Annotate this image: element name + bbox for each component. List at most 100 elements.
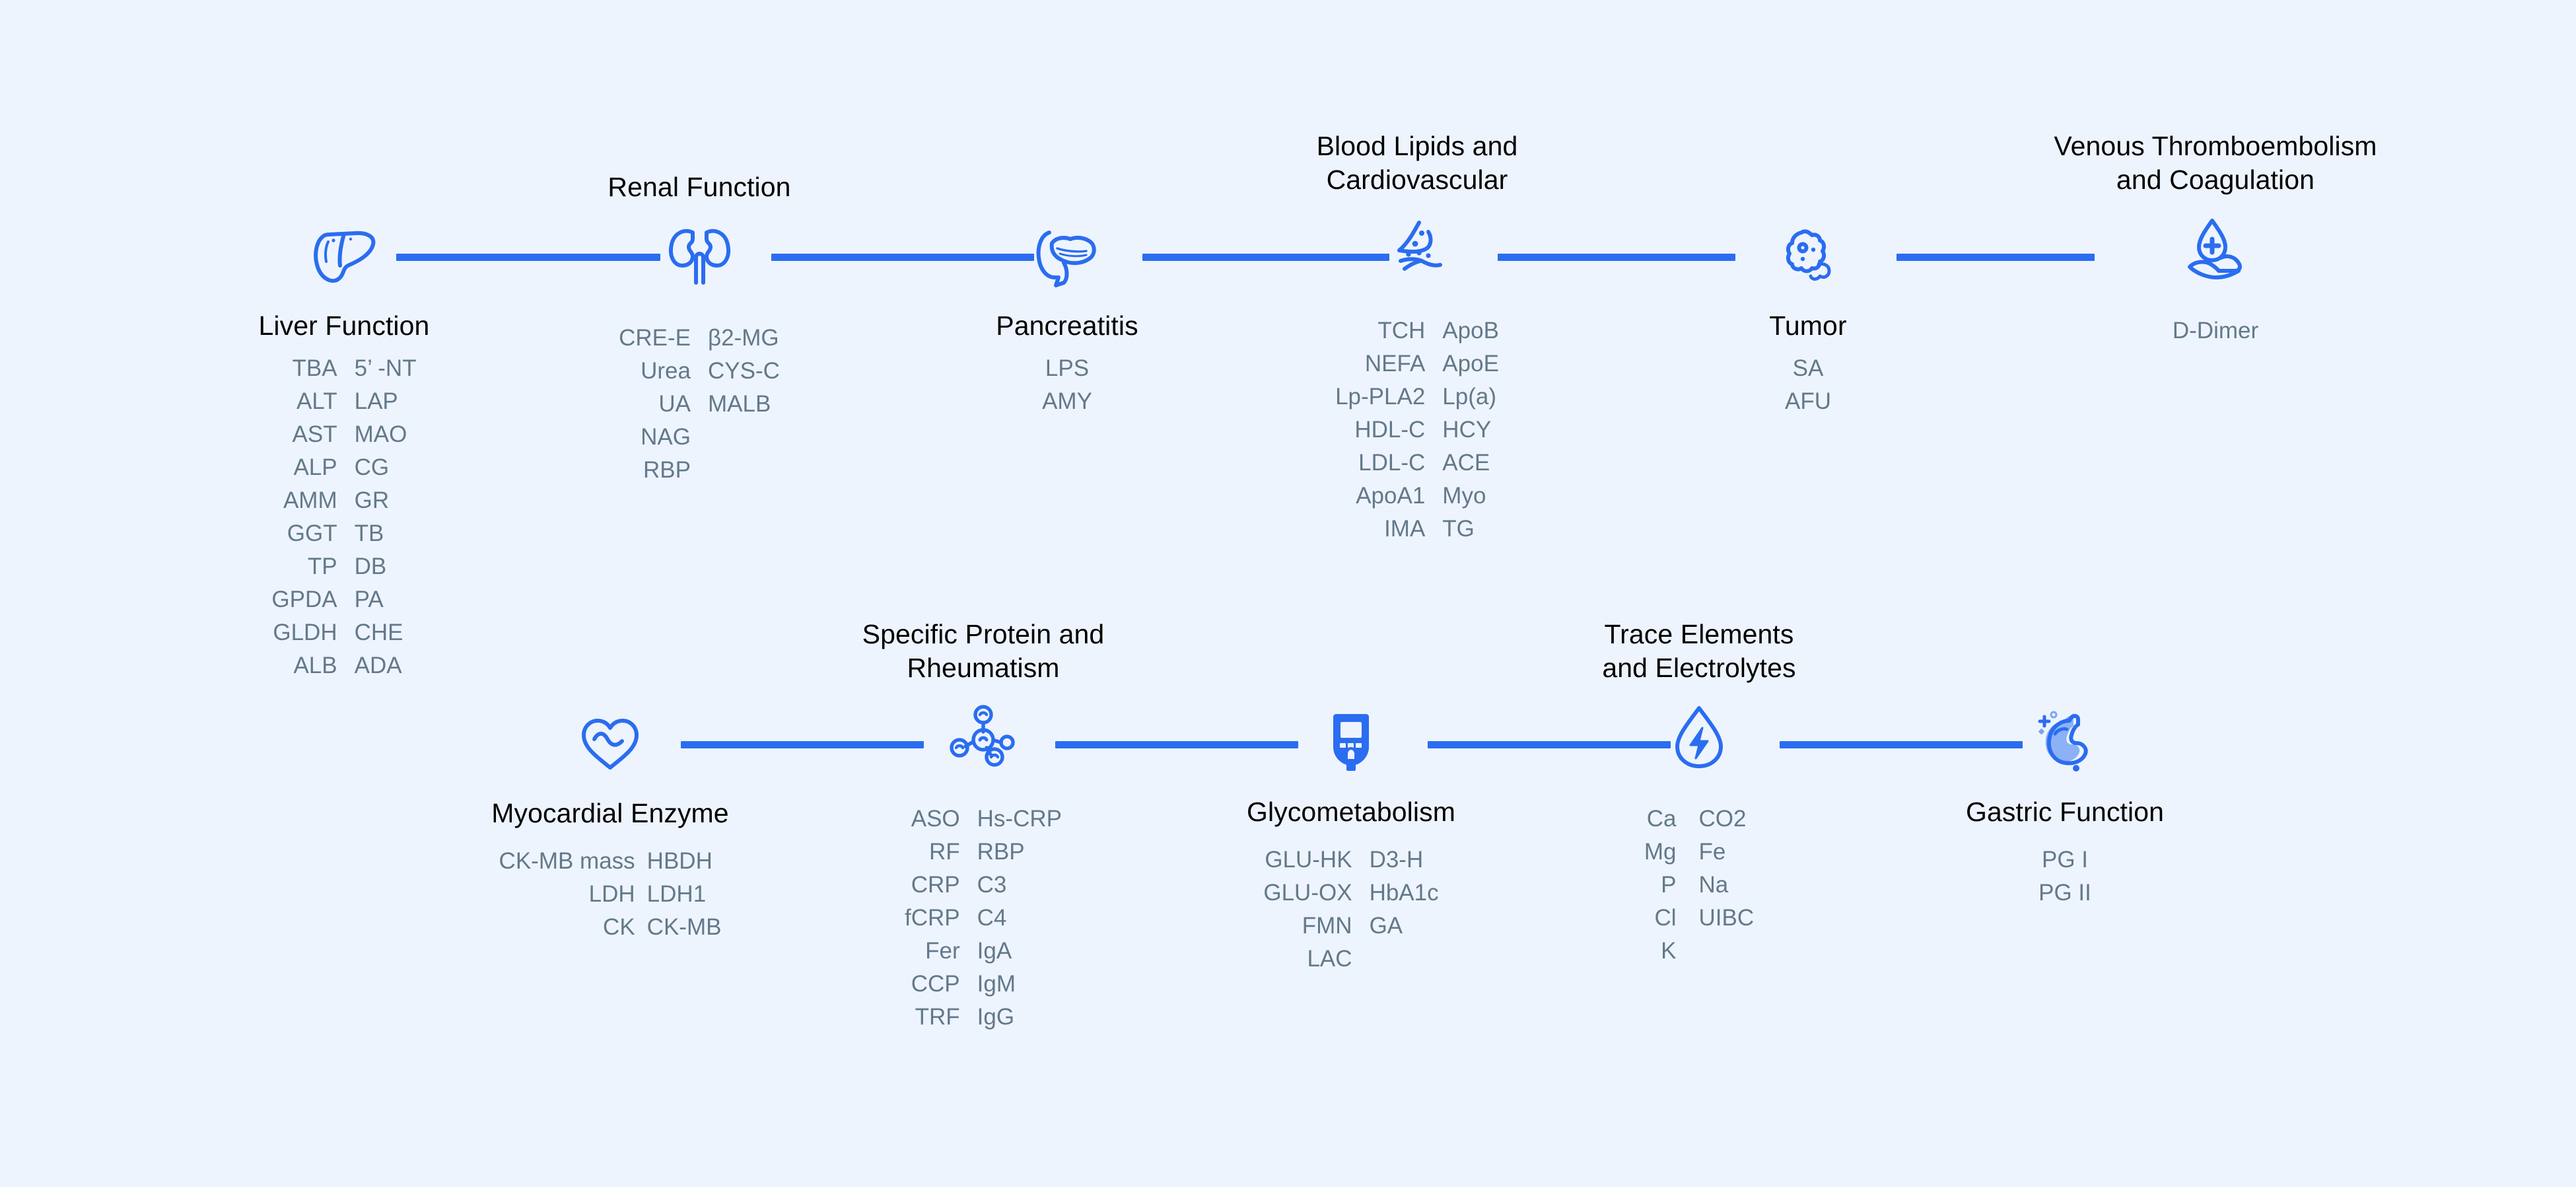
list-item: Fe bbox=[1698, 838, 1726, 865]
node-title: Trace Elements and Electrolytes bbox=[1602, 619, 1796, 683]
node-myocardial-enzyme[interactable]: Myocardial Enzyme CK-MB mass LDH CK HBDH… bbox=[438, 701, 782, 944]
list-item: NEFA bbox=[1364, 350, 1426, 377]
items-column-left: TBA ALT AST ALP AMM GGT TP GPDA GLDH ALB bbox=[271, 352, 337, 682]
list-item: HDL-C bbox=[1354, 416, 1426, 443]
list-item: Na bbox=[1698, 871, 1729, 898]
list-item: HBDH bbox=[646, 847, 713, 874]
items-column-left: TCH NEFA Lp-PLA2 HDL-C LDL-C ApoA1 IMA bbox=[1335, 314, 1425, 546]
list-item: Mg bbox=[1644, 838, 1677, 865]
list-item: C4 bbox=[977, 904, 1007, 931]
list-item: β2-MG bbox=[708, 324, 779, 351]
list-item: HCY bbox=[1442, 416, 1492, 443]
list-item: ASO bbox=[911, 805, 960, 832]
kidneys-icon bbox=[650, 213, 749, 299]
list-item: AFU bbox=[1785, 388, 1831, 414]
node-renal-function[interactable]: Renal Function CRE-E Urea UA NAG RBP β2-… bbox=[528, 170, 871, 487]
list-item: LAC bbox=[1307, 945, 1352, 972]
list-item: GGT bbox=[287, 520, 337, 546]
node-liver-function[interactable]: Liver Function TBA ALT AST ALP AMM GGT T… bbox=[172, 214, 516, 682]
list-item: IMA bbox=[1384, 515, 1426, 542]
node-items: D-Dimer bbox=[2173, 314, 2258, 347]
node-gastric-function[interactable]: Gastric Function PG I PG II bbox=[1893, 700, 2237, 910]
blood-drop-hand-icon bbox=[2166, 206, 2265, 292]
heart-pulse-icon bbox=[561, 701, 660, 787]
list-item: GR bbox=[354, 487, 390, 513]
list-item: AMM bbox=[283, 487, 337, 513]
node-blood-lipids-and-cardiovascular[interactable]: Blood Lipids and Cardiovascular TCH NEFA… bbox=[1245, 129, 1589, 546]
list-item: Cl bbox=[1654, 904, 1677, 931]
node-items: CK-MB mass LDH CK HBDH LDH1 CK-MB bbox=[499, 845, 722, 944]
node-venous-thromboembolism-and-coagulation[interactable]: Venous Thromboembolism and Coagulation D… bbox=[2044, 129, 2387, 347]
connector-renal-pancreatitis bbox=[771, 254, 1034, 261]
liver-icon bbox=[295, 214, 394, 300]
items-column-right: 5’ -NT LAP MAO CG GR TB DB PA CHE ADA bbox=[355, 352, 417, 682]
items-column-left: CK-MB mass LDH CK bbox=[499, 845, 635, 944]
list-item: TCH bbox=[1377, 317, 1426, 343]
list-item: GLU-OX bbox=[1263, 879, 1352, 906]
list-item: TG bbox=[1442, 515, 1475, 542]
list-item: GLU-HK bbox=[1265, 846, 1352, 873]
items-column-left: Ca Mg P Cl K bbox=[1644, 803, 1677, 968]
list-item: UIBC bbox=[1698, 904, 1755, 931]
node-items: GLU-HK GLU-OX FMN LAC D3-H HbA1c GA bbox=[1263, 844, 1438, 976]
list-item: Urea bbox=[641, 357, 691, 384]
node-trace-elements-and-electrolytes[interactable]: Trace Elements and Electrolytes Ca Mg P … bbox=[1527, 618, 1871, 968]
node-items: SA AFU bbox=[1785, 352, 1831, 418]
node-title: Pancreatitis bbox=[996, 310, 1138, 341]
list-item: CK-MB mass bbox=[499, 847, 635, 874]
node-items: CRE-E Urea UA NAG RBP β2-MG CYS-C MALB bbox=[619, 322, 780, 487]
tumor-cell-icon bbox=[1758, 214, 1858, 300]
items-column-left: GLU-HK GLU-OX FMN LAC bbox=[1263, 844, 1352, 976]
node-title: Glycometabolism bbox=[1247, 797, 1455, 827]
list-item: ALB bbox=[293, 652, 337, 678]
connector-tumor-vte bbox=[1897, 254, 2095, 261]
list-item: GLDH bbox=[273, 619, 337, 645]
items-column-left: D-Dimer bbox=[2173, 314, 2258, 347]
list-item: P bbox=[1661, 871, 1677, 898]
list-item: CO2 bbox=[1698, 805, 1747, 832]
items-column-left: PG I PG II bbox=[2038, 844, 2091, 910]
list-item: fCRP bbox=[905, 904, 960, 931]
list-item: Lp(a) bbox=[1442, 383, 1497, 410]
node-title: Myocardial Enzyme bbox=[491, 798, 729, 828]
list-item: MALB bbox=[708, 390, 771, 417]
list-item: RF bbox=[928, 838, 960, 865]
list-item: RBP bbox=[977, 838, 1025, 865]
list-item: LDH bbox=[588, 881, 635, 907]
node-title: Renal Function bbox=[608, 172, 791, 202]
items-column-right: ApoB ApoE Lp(a) HCY ACE Myo TG bbox=[1442, 314, 1499, 546]
node-items: LPS AMY bbox=[1042, 352, 1092, 418]
node-pancreatitis[interactable]: Pancreatitis LPS AMY bbox=[895, 214, 1239, 418]
list-item: GA bbox=[1369, 912, 1403, 939]
list-item: TP bbox=[307, 553, 337, 579]
list-item: AMY bbox=[1042, 388, 1092, 414]
list-item: TB bbox=[354, 520, 384, 546]
node-title: Specific Protein and Rheumatism bbox=[862, 619, 1105, 683]
droplet-bolt-icon bbox=[1650, 694, 1749, 780]
list-item: NAG bbox=[641, 423, 691, 450]
artery-plaque-icon bbox=[1368, 206, 1467, 292]
list-item: ApoB bbox=[1442, 317, 1499, 343]
node-specific-protein-and-rheumatism[interactable]: Specific Protein and Rheumatism ASO RF C bbox=[812, 618, 1155, 1034]
list-item: PG II bbox=[2038, 879, 2091, 906]
node-title: Gastric Function bbox=[1965, 797, 2165, 827]
list-item: GPDA bbox=[271, 586, 337, 612]
connector-pancreatitis-lipids bbox=[1142, 254, 1389, 261]
node-glycometabolism[interactable]: Glycometabolism GLU-HK GLU-OX FMN LAC D3… bbox=[1179, 700, 1523, 976]
items-column-right: Hs-CRP RBP C3 C4 IgA IgM IgG bbox=[977, 803, 1062, 1034]
list-item: 5’ -NT bbox=[354, 355, 417, 381]
list-item: SA bbox=[1792, 355, 1824, 381]
list-item: CCP bbox=[911, 970, 960, 997]
list-item: Fer bbox=[925, 937, 960, 964]
items-column-left: ASO RF CRP fCRP Fer CCP TRF bbox=[905, 803, 960, 1034]
list-item: IgG bbox=[977, 1003, 1015, 1030]
list-item: ApoE bbox=[1442, 350, 1499, 377]
list-item: Lp-PLA2 bbox=[1335, 383, 1426, 410]
list-item: D3-H bbox=[1369, 846, 1424, 873]
list-item: RBP bbox=[643, 456, 691, 483]
list-item: PA bbox=[354, 586, 384, 612]
node-items: ASO RF CRP fCRP Fer CCP TRF Hs-CRP RBP C… bbox=[905, 803, 1062, 1034]
connector-liver-renal bbox=[396, 254, 660, 261]
list-item: CK bbox=[603, 914, 635, 940]
node-tumor[interactable]: Tumor SA AFU bbox=[1636, 214, 1980, 418]
